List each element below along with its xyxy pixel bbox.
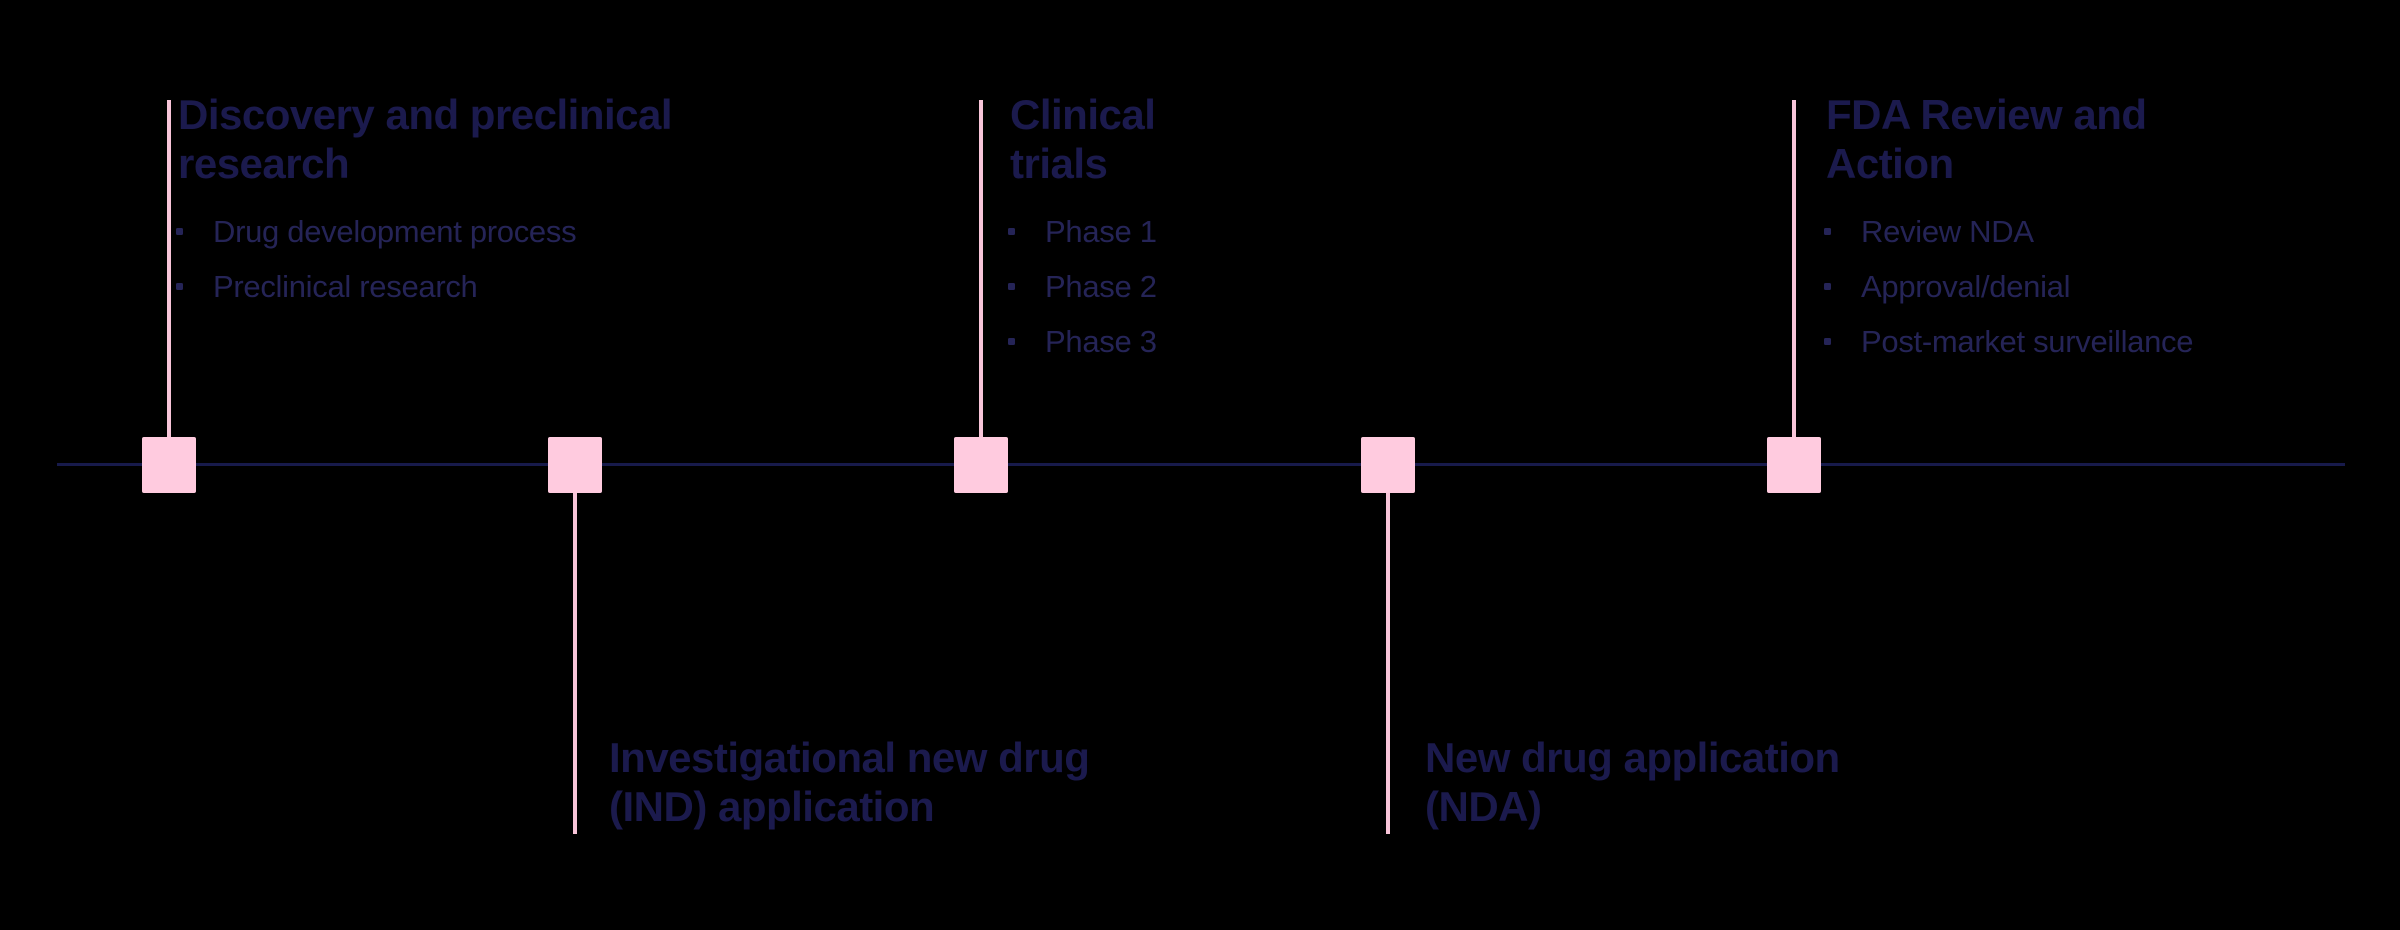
milestone-bullet-list: Drug development process Preclinical res… — [176, 204, 736, 314]
milestone-marker-discovery — [142, 437, 196, 493]
milestone-bullet-list: Review NDA Approval/denial Post-market s… — [1824, 204, 2384, 369]
connector-line-clinical — [979, 100, 983, 437]
milestone-label-ind: Investigational new drug (IND) applicati… — [607, 733, 1227, 831]
bullet-item: Approval/denial — [1824, 259, 2384, 314]
bullet-item: Post-market surveillance — [1824, 314, 2384, 369]
connector-line-fda — [1792, 100, 1796, 437]
bullet-item: Phase 1 — [1008, 204, 1568, 259]
milestone-label-fda: FDA Review and Action Review NDA Approva… — [1824, 90, 2384, 369]
milestone-label-nda: New drug application (NDA) — [1423, 733, 1983, 831]
connector-line-nda — [1386, 493, 1390, 834]
bullet-item: Preclinical research — [176, 259, 736, 314]
connector-line-discovery — [167, 100, 171, 437]
title-line: FDA Review and — [1826, 91, 2147, 138]
title-line: Discovery and preclinical — [178, 91, 673, 138]
milestone-bullet-list: Phase 1 Phase 2 Phase 3 — [1008, 204, 1568, 369]
connector-line-ind — [573, 493, 577, 834]
title-line: trials — [1010, 140, 1108, 187]
title-line: (NDA) — [1425, 783, 1542, 830]
milestone-title: Clinical trials — [1008, 90, 1568, 188]
title-line: research — [178, 140, 350, 187]
bullet-item: Phase 3 — [1008, 314, 1568, 369]
milestone-marker-ind — [548, 437, 602, 493]
milestone-marker-nda — [1361, 437, 1415, 493]
milestone-label-discovery: Discovery and preclinical research Drug … — [176, 90, 736, 314]
bullet-item: Review NDA — [1824, 204, 2384, 259]
milestone-title: Discovery and preclinical research — [176, 90, 736, 188]
milestone-title: Investigational new drug (IND) applicati… — [607, 733, 1227, 831]
milestone-marker-clinical — [954, 437, 1008, 493]
milestone-title: New drug application (NDA) — [1423, 733, 1983, 831]
title-line: Action — [1826, 140, 1954, 187]
title-line: New drug application — [1425, 734, 1840, 781]
timeline-axis-line — [57, 463, 2345, 466]
title-line: Investigational new drug — [609, 734, 1090, 781]
title-line: Clinical — [1010, 91, 1156, 138]
bullet-item: Drug development process — [176, 204, 736, 259]
title-line: (IND) application — [609, 783, 935, 830]
milestone-label-clinical: Clinical trials Phase 1 Phase 2 Phase 3 — [1008, 90, 1568, 369]
bullet-item: Phase 2 — [1008, 259, 1568, 314]
milestone-marker-fda — [1767, 437, 1821, 493]
milestone-title: FDA Review and Action — [1824, 90, 2384, 188]
